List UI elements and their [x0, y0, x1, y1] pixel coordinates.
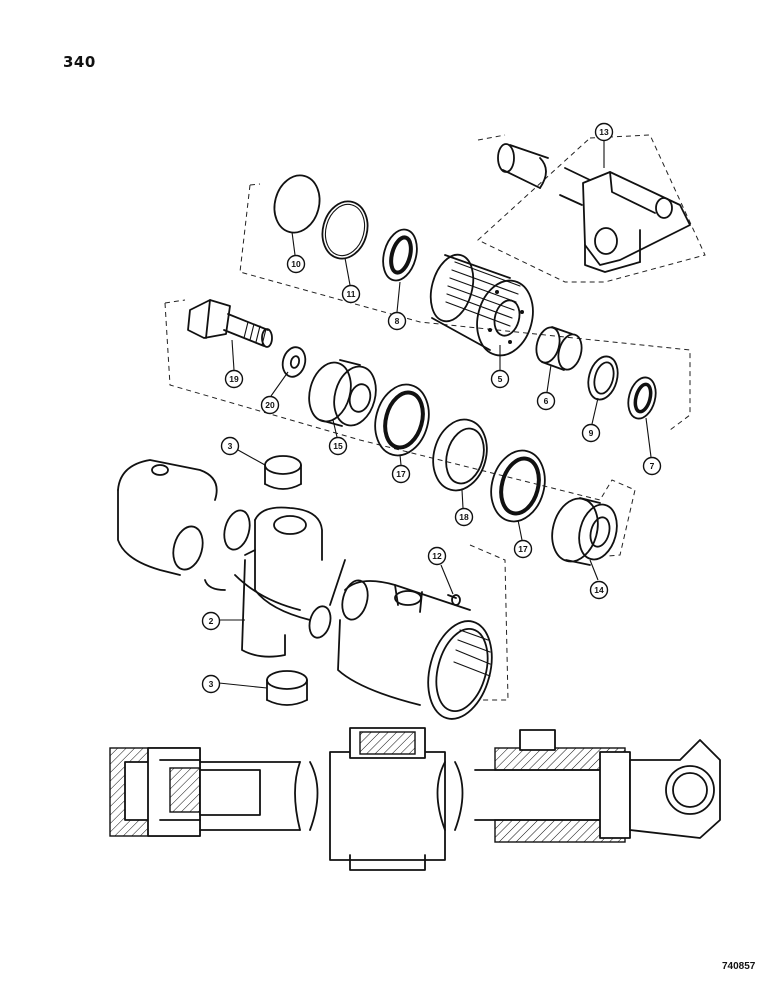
callout-3-upper: 3: [220, 436, 240, 456]
callout-18-label: 18: [459, 512, 469, 522]
callout-7-label: 7: [650, 461, 655, 471]
callout-14: 14: [589, 580, 609, 600]
callout-7: 7: [642, 456, 662, 476]
callout-3-upper-label: 3: [228, 441, 233, 451]
wiper-seal-part: [382, 228, 418, 282]
callout-17-lower-label: 17: [518, 544, 528, 554]
pivot-bushing-part-2: [266, 670, 308, 706]
pivot-bushing-part: [264, 455, 302, 490]
callout-9-label: 9: [589, 428, 594, 438]
washer-part: [281, 346, 307, 378]
head-group-outline: [239, 183, 691, 431]
callout-8-label: 8: [395, 316, 400, 326]
wear-ring-part: [432, 418, 488, 492]
callout-11-label: 11: [347, 289, 356, 299]
piston-group-outline: [164, 299, 636, 557]
piston-seal-part-2: [490, 449, 546, 523]
page-number: 340: [63, 53, 96, 71]
figure-code: 740857: [722, 961, 756, 972]
callout-5-label: 5: [498, 374, 503, 384]
bushing-part: [535, 326, 583, 371]
callout-17-upper-label: 17: [396, 469, 406, 479]
callout-20-label: 20: [265, 400, 275, 410]
callout-3-lower-label: 3: [209, 679, 214, 689]
callout-13: 13: [594, 122, 614, 142]
callout-6: 6: [536, 391, 556, 411]
callout-17-lower: 17: [513, 539, 533, 559]
rod-eye-group-outline: [477, 134, 706, 283]
callout-19-label: 19: [229, 374, 239, 384]
callout-14-label: 14: [594, 585, 604, 595]
callout-2-label: 2: [209, 616, 214, 626]
callout-12: 12: [427, 546, 447, 566]
callout-15-label: 15: [333, 441, 343, 451]
lock-nut-part: [551, 497, 618, 566]
cylinder-tube-part: [117, 459, 493, 720]
cylinder-head-part: [429, 253, 534, 357]
callout-leaders: [218, 140, 652, 689]
piston-seal-part: [374, 383, 430, 457]
callout-10: 10: [286, 254, 306, 274]
callout-8: 8: [387, 311, 407, 331]
rod-wiper-part: [627, 376, 657, 420]
callout-9: 9: [581, 423, 601, 443]
callout-13-label: 13: [599, 127, 609, 137]
callout-11: 11: [341, 284, 361, 304]
piston-part: [308, 359, 377, 427]
callout-20: 20: [260, 395, 280, 415]
callout-5: 5: [490, 369, 510, 389]
callout-17-upper: 17: [391, 464, 411, 484]
barrel-group-outline: [469, 544, 509, 701]
callout-10-label: 10: [291, 259, 301, 269]
callout-15: 15: [328, 436, 348, 456]
callout-18: 18: [454, 507, 474, 527]
backup-ring-part: [321, 200, 369, 260]
callout-12-label: 12: [432, 551, 442, 561]
rod-eye-part: [497, 143, 691, 273]
rod-seal-part: [587, 355, 619, 401]
callout-2: 2: [201, 611, 221, 631]
piston-bolt-part: [187, 299, 273, 348]
callout-3-lower: 3: [201, 674, 221, 694]
callout-6-label: 6: [544, 396, 549, 406]
assembled-section-view: [109, 727, 721, 871]
o-ring-part: [273, 174, 321, 234]
callout-19: 19: [224, 369, 244, 389]
grease-fitting-part: [447, 594, 461, 606]
